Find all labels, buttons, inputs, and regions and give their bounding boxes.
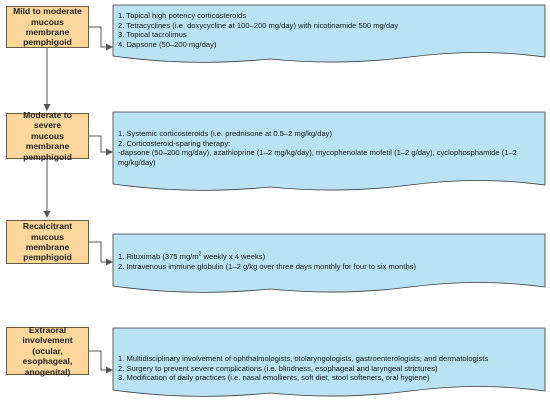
connector-stage2-treatment: [89, 135, 113, 156]
stage-box-mild: Mild to moderate mucous membrane pemphig…: [6, 6, 89, 48]
treatment-subitem: -dapsone (50–200 mg/day), azathioprine (…: [118, 148, 517, 168]
stage-label-mild: Mild to moderate mucous membrane pemphig…: [13, 6, 82, 48]
treatment-banner-1: [112, 4, 546, 63]
connector-stage1-treatment: [89, 26, 113, 51]
stage-label-recalcitrant: Recalcitrant mucous membrane pemphigoid: [22, 221, 73, 263]
treatment-item: 2. Surgery to prevent severe complicatio…: [118, 363, 438, 373]
treatment-list-mild: 1. Topical high potency corticosteroids …: [116, 11, 541, 50]
rituximab-superscript: 2: [198, 251, 202, 258]
treatment-item: 4. Dapsone (50–200 mg/day): [118, 40, 217, 50]
treatment-item: 2. Tetracyclines (i.e. doxycycline at 10…: [118, 20, 399, 30]
treatment-banner-4: [112, 327, 546, 397]
treatment-item: 1. Multidisciplinary involvement of opht…: [118, 354, 489, 363]
stage-box-recalcitrant: Recalcitrant mucous membrane pemphigoid: [6, 220, 89, 264]
treatment-item: 2. Intravenous immune globulin (1–2 g/kg…: [118, 261, 416, 271]
treatment-item-rituximab: 1. Rituximab (375 mg/m2 weekly x 4 weeks…: [118, 252, 535, 262]
treatment-item: 2. Corticosteroid-sparing therapy:: [118, 138, 231, 148]
treatment-list-extraoral: 1. Multidisciplinary involvement of opht…: [116, 354, 541, 383]
rituximab-text: 1. Rituximab (375 mg/m: [118, 252, 199, 261]
treatment-list-moderate: 1. Systemic corticosteroids (i.e. predni…: [116, 129, 536, 168]
treatment-list-recalcitrant: 1. Rituximab (375 mg/m2 weekly x 4 weeks…: [116, 252, 541, 271]
rituximab-text-rest: weekly x 4 weeks): [201, 252, 266, 261]
treatment-banner-3: [112, 233, 546, 293]
treatment-banner-2: [112, 111, 546, 191]
stage-box-moderate: Moderate to severe mucous membrane pemph…: [6, 109, 89, 162]
stage-label-moderate: Moderate to severe mucous membrane pemph…: [23, 109, 72, 162]
treatment-item: 3. Topical tacrolimus: [118, 30, 187, 40]
treatment-item: 3. Modification of daily practices (i.e.…: [118, 373, 430, 383]
treatment-item: 1. Topical high potency corticosteroids: [118, 11, 247, 20]
stage-label-extraoral: Extraoral involvement (ocular, esophagea…: [22, 324, 73, 377]
connector-stage3-treatment: [89, 241, 113, 266]
connector-stage4-treatment: [89, 350, 113, 374]
stage-box-extraoral: Extraoral involvement (ocular, esophagea…: [6, 324, 89, 377]
treatment-item: 1. Systemic corticosteroids (i.e. predni…: [118, 129, 332, 138]
